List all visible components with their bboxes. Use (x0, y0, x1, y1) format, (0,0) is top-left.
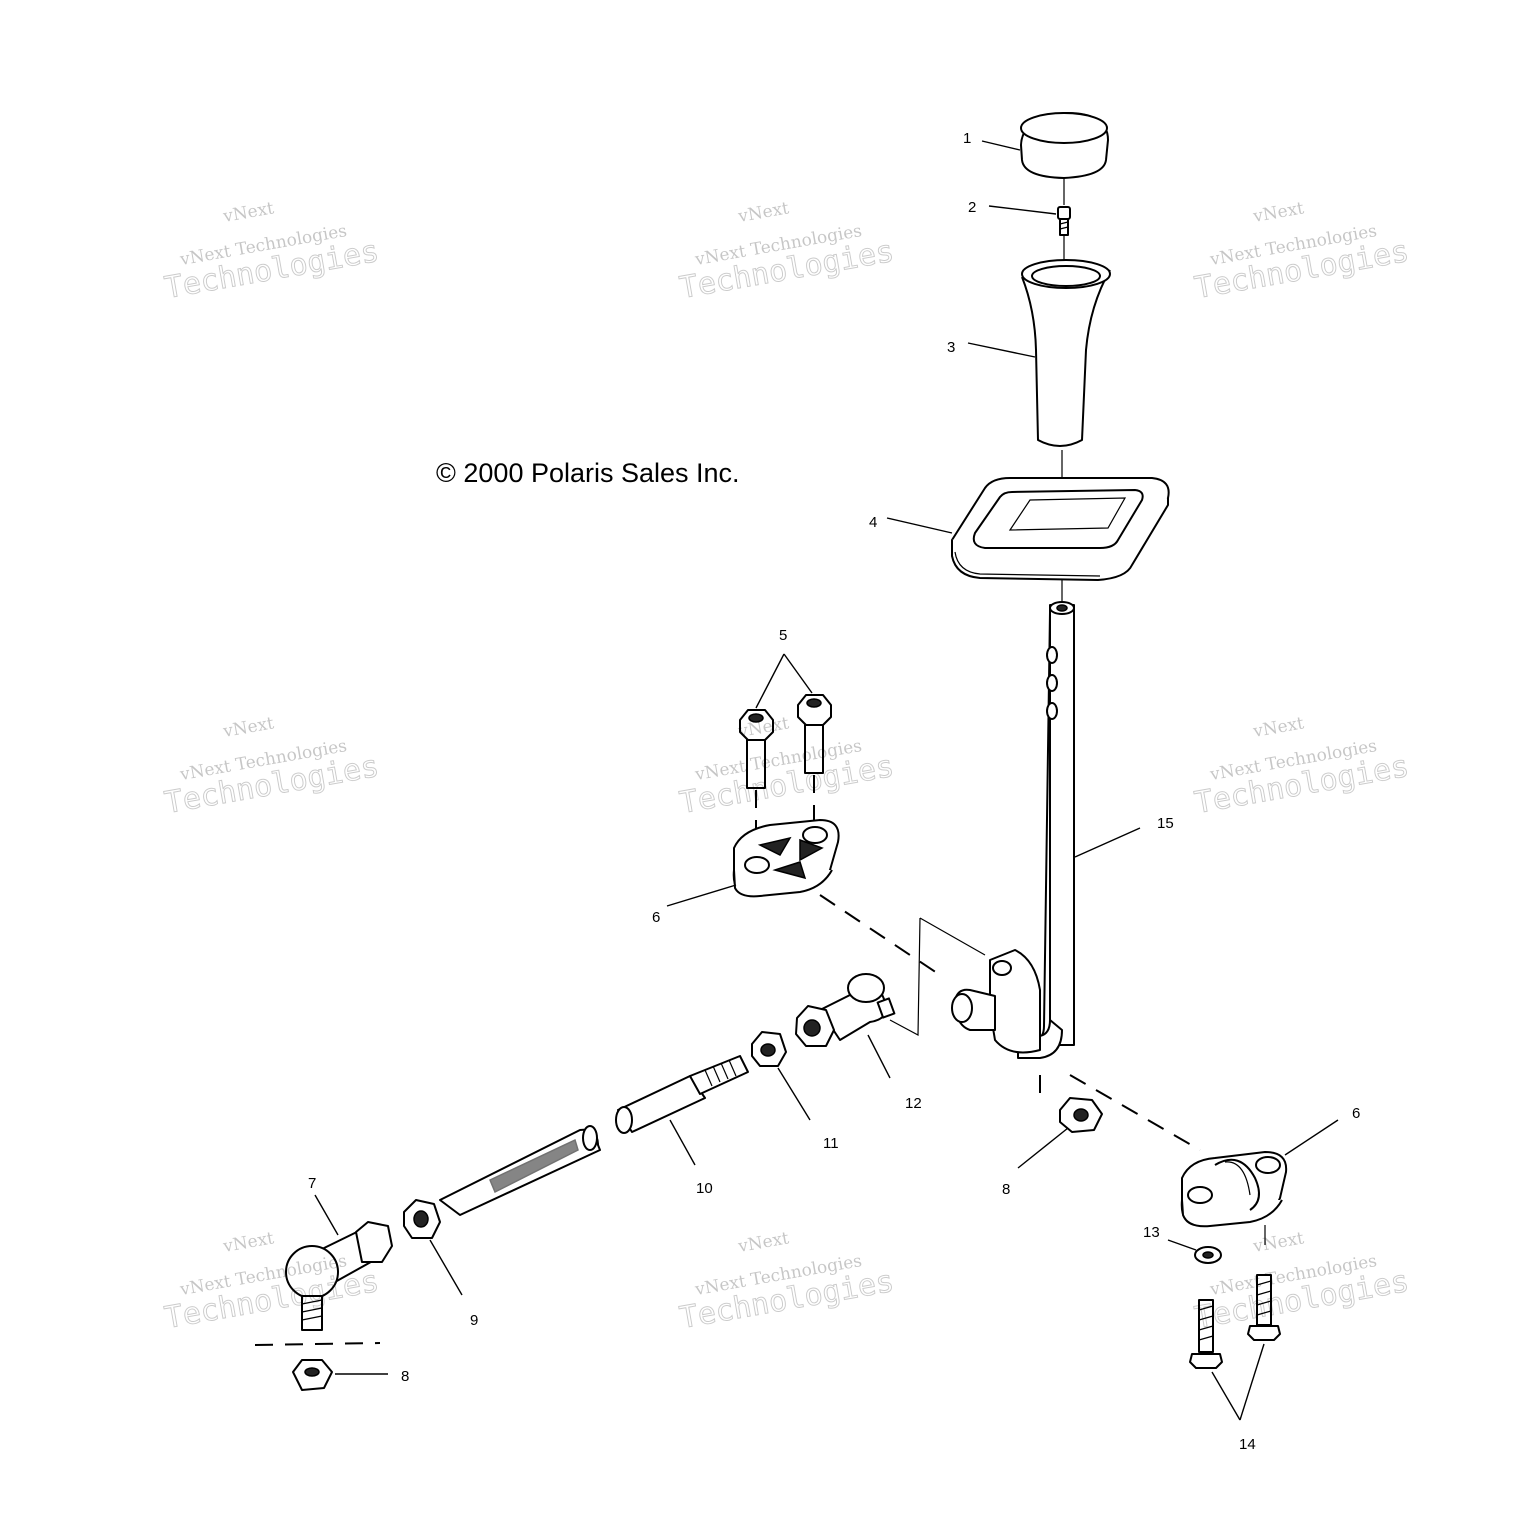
leader-lines (314, 140, 1339, 1421)
svg-text:vNext: vNext (221, 198, 276, 227)
callout-4: 4 (869, 514, 877, 531)
callout-5: 5 (779, 627, 787, 644)
callout-1: 1 (963, 130, 971, 147)
callout-9: 9 (470, 1312, 478, 1329)
part-15-shift-lever (951, 601, 1075, 1059)
part-8-lower-nut (292, 1359, 333, 1391)
assembly-lines (254, 894, 1201, 1346)
callout-8-upper: 8 (1002, 1181, 1010, 1198)
part-1-knob-cap (1020, 111, 1109, 205)
part-12-rod-end (795, 973, 896, 1047)
part-11-nut (751, 1031, 787, 1067)
svg-text:vNext: vNext (1251, 198, 1306, 227)
watermark-3: vNext vNext Technologies Technologies (1192, 198, 1413, 306)
callout-12: 12 (905, 1095, 922, 1112)
part-6-upper-bracket (732, 819, 840, 898)
watermark-6: vNext vNext Technologies Technologies (1192, 713, 1413, 821)
callout-13: 13 (1143, 1224, 1160, 1241)
watermark-2: vNext vNext Technologies Technologies (677, 198, 898, 306)
callout-10: 10 (696, 1180, 713, 1197)
part-2-screw (1057, 206, 1071, 262)
callout-3: 3 (947, 339, 955, 356)
callout-6-upper: 6 (652, 909, 660, 926)
part-3-shift-handle (1021, 259, 1111, 480)
part-4-boot-plate (951, 477, 1170, 610)
svg-text:vNext: vNext (736, 1228, 791, 1257)
watermark-9: vNext vNext Technologies Technologies (1192, 1228, 1413, 1336)
part-8-upper-nut (1059, 1097, 1103, 1133)
callout-6-lower: 6 (1352, 1105, 1360, 1122)
part-14-screws (1189, 1274, 1281, 1369)
svg-text:vNext: vNext (1251, 1228, 1306, 1257)
part-6-lower-bracket (1180, 1151, 1288, 1245)
watermark-1: vNext vNext Technologies Technologies (162, 198, 383, 306)
part-10-sleeve (615, 1055, 749, 1134)
watermark-5: vNext vNext Technologies Technologies (677, 713, 898, 821)
callout-8-lower: 8 (401, 1368, 409, 1385)
callout-labels: 1 2 3 4 5 6 15 12 11 10 8 6 7 9 8 13 14 (308, 130, 1360, 1453)
part-5-bolts (739, 694, 832, 830)
copyright-text: © 2000 Polaris Sales Inc. (436, 458, 740, 488)
watermark-7: vNext vNext Technologies Technologies (162, 1228, 383, 1336)
part-13-washer (1194, 1246, 1222, 1264)
part-9-nut (403, 1199, 441, 1239)
callout-7: 7 (308, 1175, 316, 1192)
callout-2: 2 (968, 199, 976, 216)
callout-11: 11 (823, 1135, 839, 1152)
part-7-ball-joint (285, 1221, 393, 1331)
watermark-8: vNext vNext Technologies Technologies (677, 1228, 898, 1336)
svg-text:vNext: vNext (221, 713, 276, 742)
svg-text:vNext: vNext (1251, 713, 1306, 742)
callout-14: 14 (1239, 1436, 1256, 1453)
svg-text:vNext: vNext (736, 198, 791, 227)
callout-15: 15 (1157, 815, 1174, 832)
svg-text:vNext: vNext (221, 1228, 276, 1257)
watermark-4: vNext vNext Technologies Technologies (162, 713, 383, 821)
cable-rod (439, 1125, 601, 1216)
